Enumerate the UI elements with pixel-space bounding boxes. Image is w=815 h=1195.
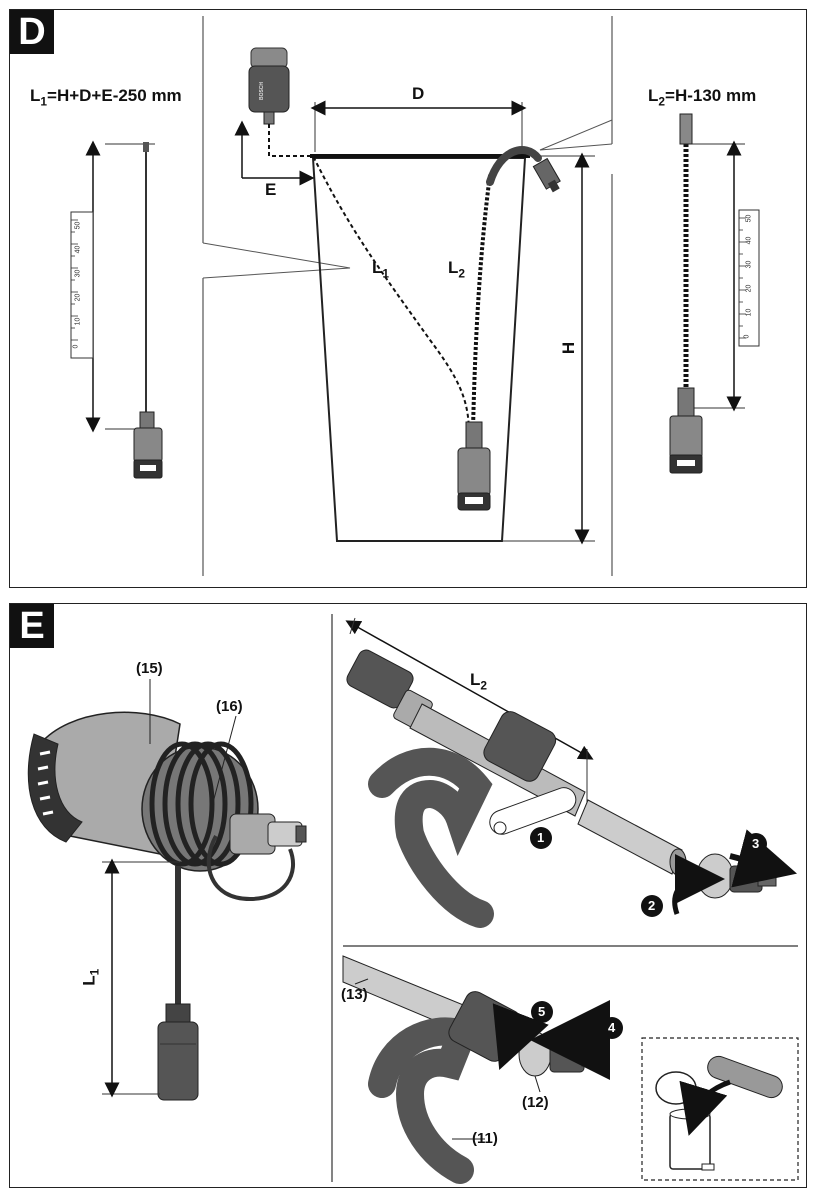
ruler-right-tick-20: 20	[745, 284, 753, 293]
ruler-right-tick-0: 0	[743, 334, 751, 339]
dispose-arrow	[679, 1079, 731, 1136]
ruler-right-tick-30: 30	[745, 260, 753, 269]
hose-bend-rim	[486, 146, 542, 186]
hose-offcut	[707, 1055, 783, 1099]
holder-bracket-top	[368, 747, 494, 928]
sensor-brand: BOSCH	[259, 81, 266, 101]
controller-device	[248, 47, 290, 125]
panel-d: D	[9, 9, 807, 588]
ruler-left-tick-10: 10	[74, 317, 82, 326]
ruler-left	[70, 211, 94, 359]
label-l2: L2	[448, 258, 466, 281]
ruler-left-tick-0: 0	[72, 344, 80, 349]
pump-right-example	[669, 387, 703, 474]
ruler-right-tick-40: 40	[745, 236, 753, 245]
step-3-number: 3	[752, 836, 760, 851]
cutter-tool	[489, 787, 577, 835]
part-12-label: (12)	[522, 1094, 549, 1111]
step-5-number: 5	[538, 1004, 546, 1019]
callout-connector	[539, 119, 613, 151]
cable-l1	[268, 124, 470, 431]
ruler-left-tick-50: 50	[74, 221, 82, 230]
ruler-right-numbers: 0 10 20 30 40 50	[743, 213, 761, 343]
e-l2-ext-left	[349, 617, 356, 635]
e-label-l2: L2	[470, 670, 488, 693]
label-e: E	[265, 180, 277, 199]
ruler-left-tick-20: 20	[74, 293, 82, 302]
step-1-marker	[530, 827, 552, 849]
label-h: H	[559, 341, 579, 355]
part-13-label: (13)	[341, 986, 368, 1003]
cable-plug	[157, 1003, 199, 1101]
step-2-number: 2	[648, 898, 656, 913]
label-l1: L1	[372, 258, 390, 281]
ruler-right-tick-50: 50	[745, 214, 753, 223]
ruler-left-tick-30: 30	[74, 269, 82, 278]
e-label-l1: L1	[79, 968, 102, 986]
pump-in-container	[457, 421, 491, 511]
callout-12	[534, 1075, 541, 1093]
ruler-left-tick-40: 40	[74, 245, 82, 254]
callout-13	[354, 978, 369, 985]
panel-d-badge: D	[10, 10, 54, 54]
l1-cable-end	[143, 142, 149, 152]
step-4-number: 4	[608, 1020, 616, 1035]
step-2-marker	[641, 895, 663, 917]
dispose-inset	[641, 1037, 799, 1181]
hose-connector-top	[532, 157, 561, 193]
panel-d-illustration	[70, 16, 760, 576]
label-d: D	[412, 84, 425, 103]
part-11-label: (11)	[472, 1130, 498, 1147]
callout-l1	[202, 242, 351, 279]
panel-e: E	[9, 603, 807, 1188]
callout-16	[209, 715, 237, 815]
ruler-right	[738, 209, 760, 347]
holder-bracket-bottom	[368, 1017, 481, 1184]
formula-l1: L1=H+D+E-250 mm	[30, 86, 182, 109]
pump-left-example	[133, 411, 163, 479]
part-16-label: (16)	[216, 698, 243, 715]
holder-clip-top	[483, 711, 557, 782]
panel-e-badge: E	[10, 604, 54, 648]
hose-l2	[471, 174, 492, 431]
formula-l2: L2=H-130 mm	[648, 86, 757, 109]
step-1-number: 1	[537, 830, 545, 845]
part-15-label: (15)	[136, 660, 163, 677]
panel-e-illustration	[27, 614, 799, 1184]
pull-arrow	[729, 829, 798, 888]
cable-loop	[206, 835, 296, 902]
bin-icon	[655, 1071, 715, 1171]
pump-detail	[27, 711, 307, 872]
ruler-right-tick-10: 10	[745, 308, 753, 317]
ruler-left-numbers: 0 10 20 30 40 50	[72, 215, 92, 355]
rotate-arrow	[672, 854, 725, 915]
l2-hose-fitting	[679, 113, 693, 145]
